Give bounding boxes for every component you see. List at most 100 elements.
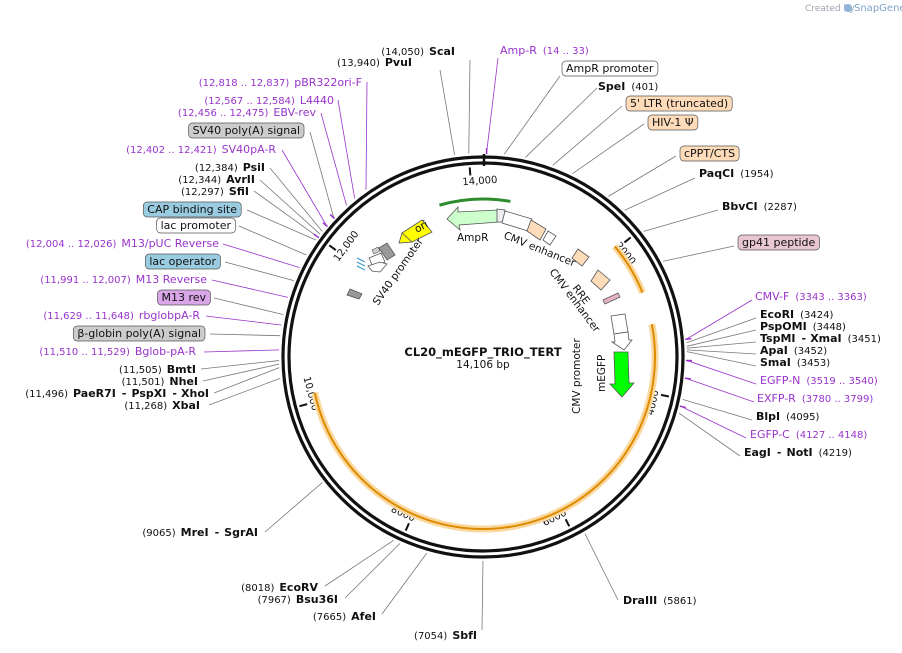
blpi-site: BlpI(4095) (756, 410, 819, 423)
label-pos: (3451) (848, 334, 881, 345)
label-primer: rbglobpA-R (139, 309, 200, 322)
label-pos: (9065) (142, 528, 175, 539)
credit-brand: SnapGene (854, 3, 902, 14)
afei-site: (7665)AfeI (313, 610, 376, 623)
box-label: lac promoter (161, 219, 232, 232)
label-pos: (11,501) (122, 377, 165, 388)
label-enzyme2: XmaI (810, 332, 841, 345)
cppt-box: cPPT/CTS (679, 145, 740, 162)
site-text: EGFP-N(3519 .. 3540) (760, 374, 878, 387)
site-text: SmaI(3453) (760, 356, 830, 369)
ampr-sequence-line (439, 197, 511, 207)
site-text: BlpI(4095) (756, 410, 819, 423)
egfp-n-primer: EGFP-N(3519 .. 3540) (760, 374, 878, 387)
leader-line (682, 399, 753, 421)
site-text: PspOMI(3448) (760, 320, 846, 333)
label-enzyme2: PspXI (131, 387, 166, 400)
label-sep: - (777, 446, 782, 459)
leader-line (678, 412, 741, 457)
label-pos: (11,629 .. 11,648) (43, 311, 134, 322)
box-background (737, 234, 820, 251)
label-enzyme: ScaI (429, 45, 455, 58)
primer-marker (679, 405, 686, 409)
label-enzyme: ApaI (760, 344, 788, 357)
exfp-r-primer: EXFP-R(3780 .. 3799) (757, 392, 873, 405)
leader-line (320, 112, 347, 206)
spei-site: SpeI(401) (598, 80, 658, 93)
label-primer: SV40pA-R (222, 143, 277, 156)
site-text: (11,268)XbaI (124, 399, 200, 412)
label-enzyme: XbaI (172, 399, 200, 412)
leader-line (213, 367, 280, 394)
tick-mark (328, 244, 337, 251)
leader-line (253, 190, 319, 238)
label-enzyme: BbvCI (722, 200, 758, 213)
site-text: (12,297)SfiI (181, 185, 249, 198)
leader-line (224, 261, 294, 281)
tick-mark (660, 393, 670, 398)
ecorv-site: (8018)EcoRV (241, 581, 318, 594)
cmv-promoter-label: CMV promoter (571, 338, 583, 414)
site-text: (12,456 .. 12,475)EBV-rev (178, 106, 317, 119)
label-enzyme: SbfI (452, 629, 477, 642)
label-pos: (3343 .. 3363) (795, 292, 867, 303)
box-label: β-globin poly(A) signal (77, 327, 201, 340)
label-pos: (7967) (258, 595, 291, 606)
cap-binding-icon (371, 246, 381, 255)
mrei-sgrai-site: (9065)MreI-SgrAI (142, 526, 258, 539)
site-text: EGFP-C(4127 .. 4148) (750, 428, 867, 441)
label-sep: - (215, 526, 220, 539)
label-pos: (7054) (414, 631, 447, 642)
leader-line (365, 81, 368, 190)
site-text: EXFP-R(3780 .. 3799) (757, 392, 873, 405)
label-pos: (11,510 .. 11,529) (39, 347, 130, 358)
label-enzyme: MreI (181, 526, 209, 539)
site-text: (9065)MreI-SgrAI (142, 526, 258, 539)
leader-line (309, 131, 335, 218)
label-primer: EGFP-N (760, 374, 800, 387)
nhei-site: (11,501)NheI (122, 375, 198, 388)
leader-line (200, 360, 280, 370)
scai-site: (14,050)ScaI (381, 45, 455, 58)
label-enzyme: AfeI (351, 610, 376, 623)
apai-site: ApaI(3452) (760, 344, 827, 357)
pae-r7i-site: (11,496)PaeR7I-PspXI-XhoI (25, 387, 209, 400)
lac-arrow-icon (367, 261, 388, 273)
leader-line (686, 360, 757, 385)
lac-promoter-box: lac promoter (156, 217, 236, 234)
box-background (625, 95, 733, 112)
primer-marks-icon (356, 257, 366, 271)
leader-line (503, 75, 561, 155)
label-sep: - (802, 332, 806, 345)
credit-text: Created by (805, 4, 855, 14)
box-label: CAP binding site (147, 203, 237, 216)
box-background (72, 325, 206, 342)
label-pos: (5861) (663, 596, 696, 607)
label-enzyme: PspOMI (760, 320, 807, 333)
leader-line (381, 552, 428, 615)
l4440-primer: (12,567 .. 12,584)L4440 (204, 94, 334, 107)
box-background (647, 114, 699, 131)
tick-mark (623, 236, 632, 244)
label-enzyme: AvrII (226, 173, 255, 186)
label-pos: (11,991 .. 12,007) (40, 275, 131, 286)
leader-line (211, 279, 289, 298)
leader-line (259, 179, 321, 235)
plasmid-size: 14,106 bp (456, 359, 510, 371)
label-primer: L4440 (300, 94, 334, 107)
megfp-arrow-icon (609, 351, 635, 398)
label-sep: - (122, 387, 127, 400)
label-enzyme: PvuI (385, 56, 412, 69)
label-pos: (14 .. 33) (543, 46, 589, 57)
leader-line (344, 543, 401, 599)
leader-line (269, 167, 323, 232)
leader-line (680, 405, 747, 439)
leader-line (643, 209, 719, 232)
box-background (157, 289, 211, 306)
label-pos: (12,004 .. 12,026) (26, 239, 117, 250)
site-text: (7967)Bsu36I (258, 593, 338, 606)
box-label: M13 rev (161, 291, 206, 304)
gp41-icon (602, 292, 621, 305)
